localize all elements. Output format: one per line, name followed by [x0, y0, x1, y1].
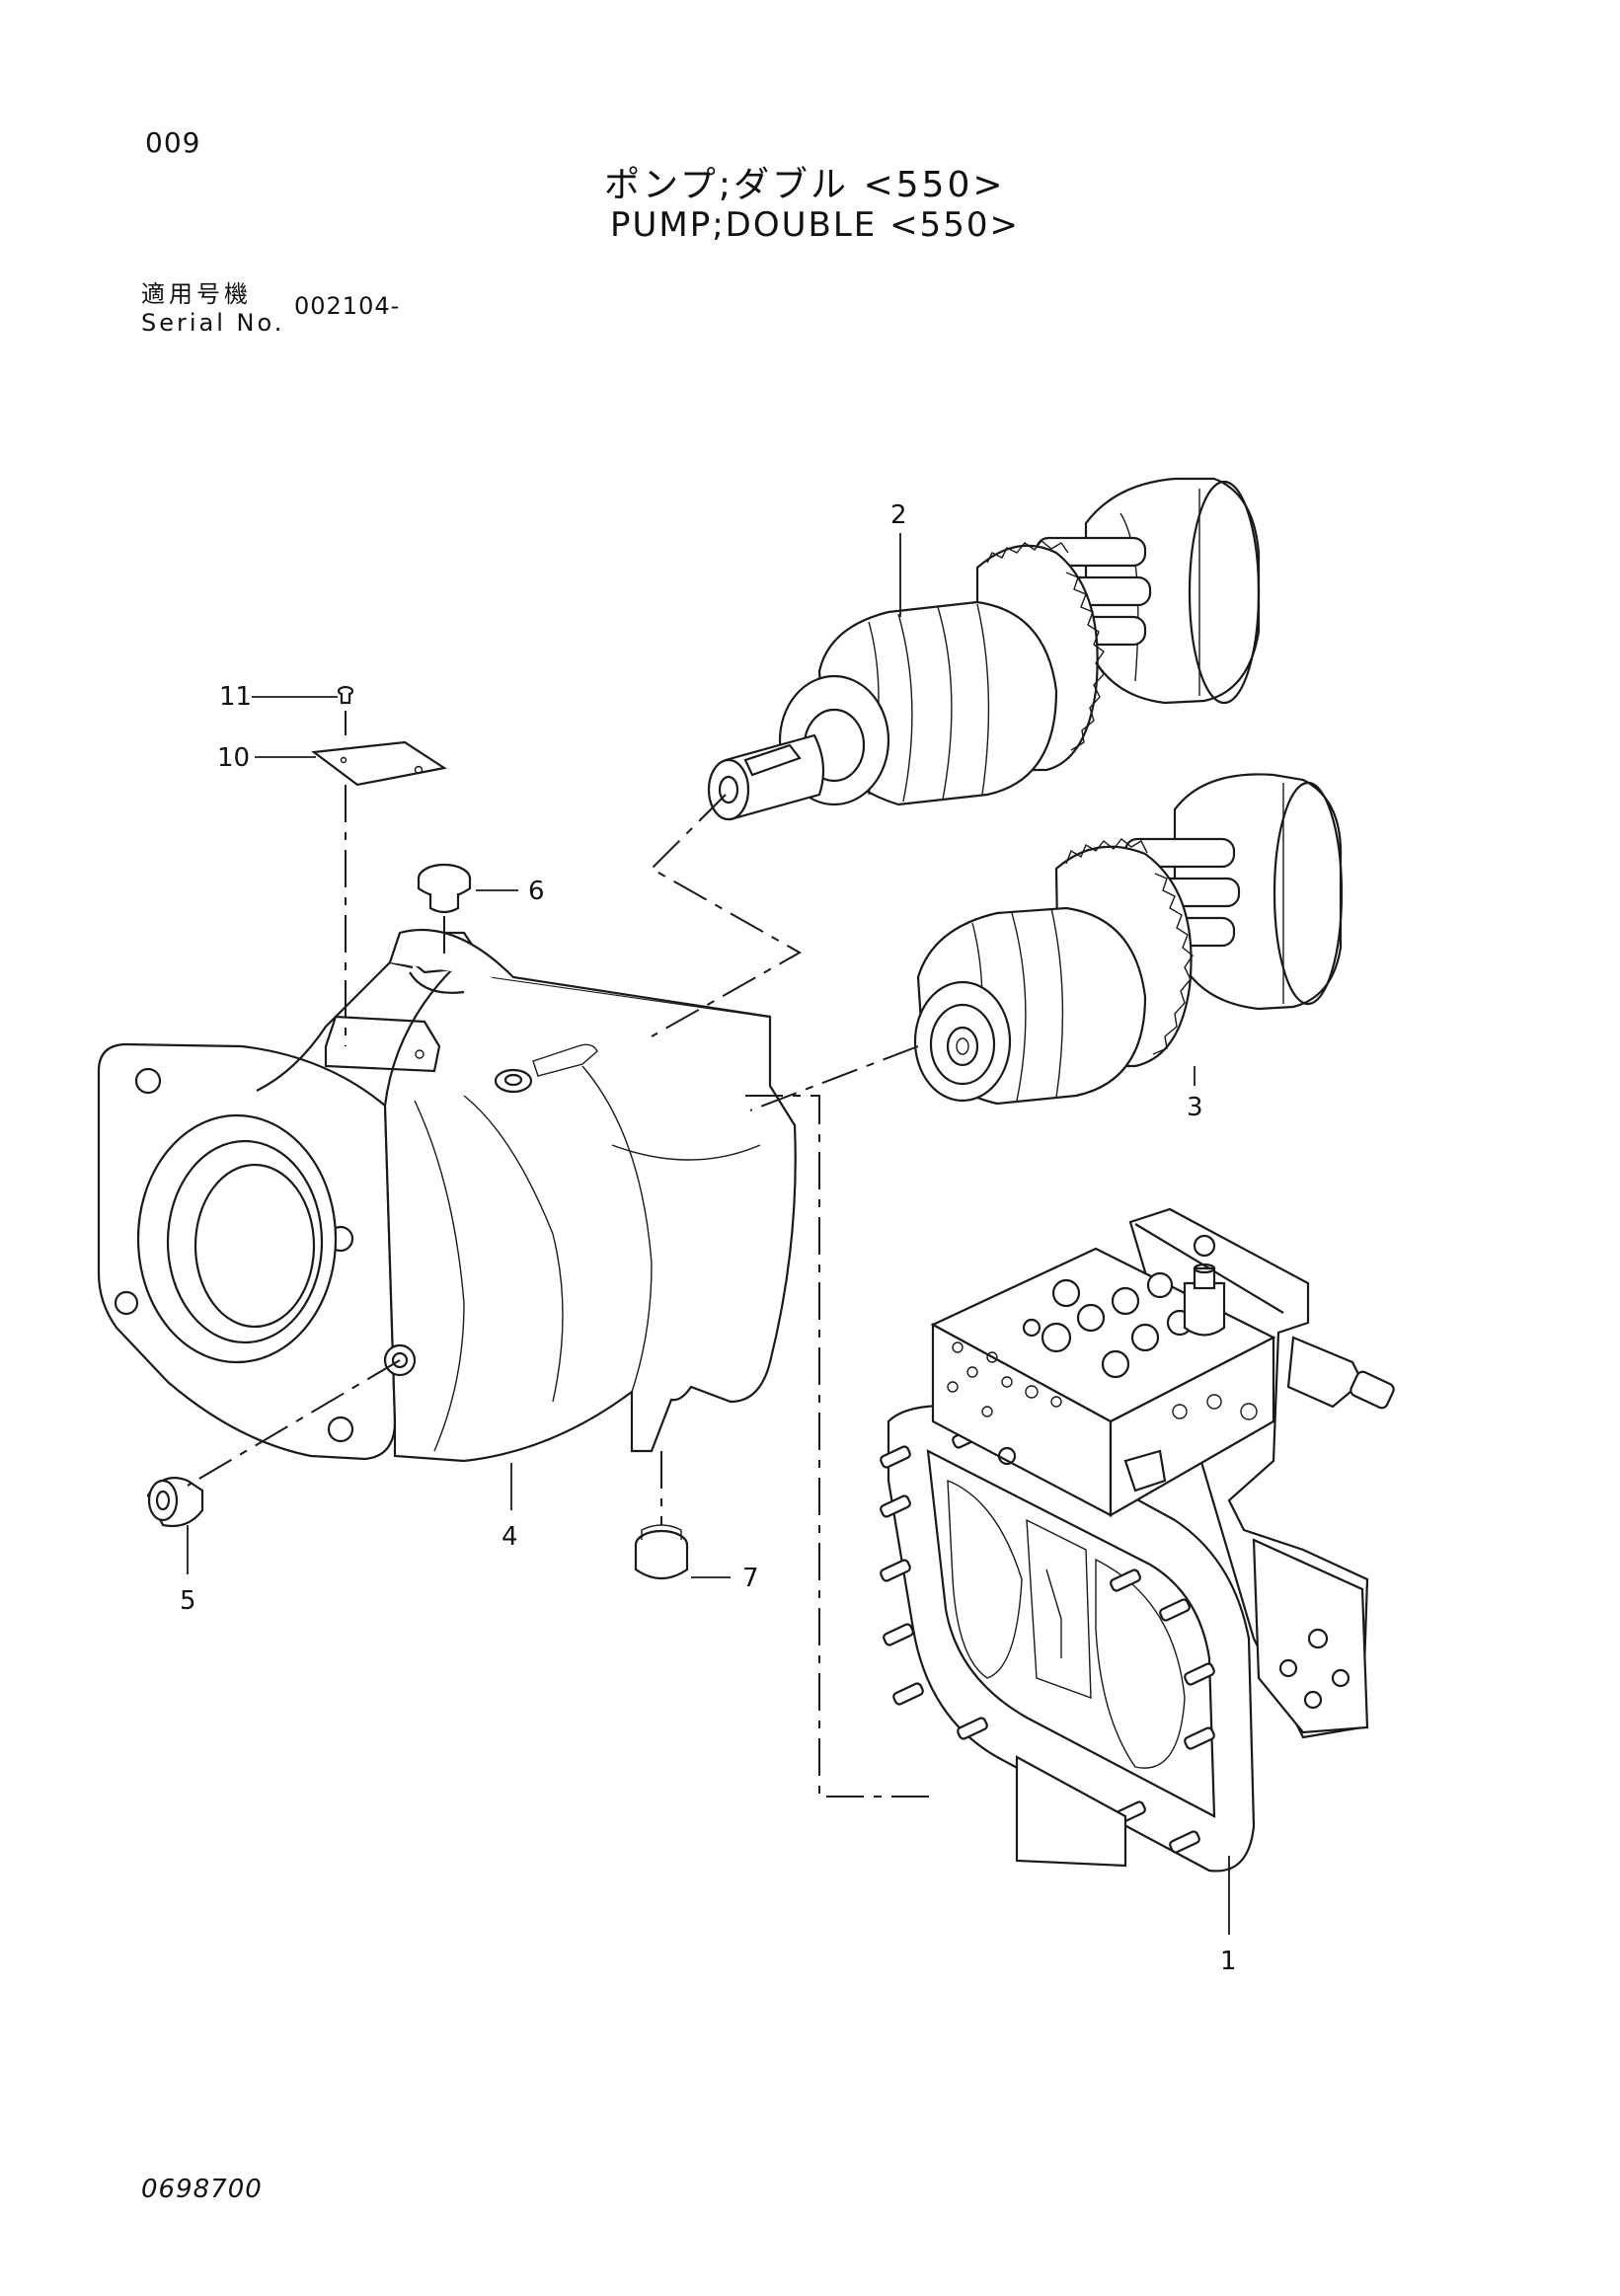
assembly-centerlines	[187, 711, 933, 1798]
leader-lines	[187, 533, 1230, 1935]
part-2-rotary-group-upper	[707, 477, 1261, 821]
callout-3: 3	[1187, 1093, 1203, 1122]
callout-4: 4	[501, 1522, 518, 1552]
callout-10: 10	[217, 743, 250, 773]
callout-2: 2	[890, 500, 907, 530]
callout-11: 11	[219, 682, 252, 712]
part-6-plug	[417, 863, 472, 914]
callout-7: 7	[742, 1564, 759, 1593]
title-japanese: ポンプ;ダブル <550>	[604, 165, 1006, 205]
serial-label-english: Serial No.	[141, 309, 285, 337]
page-number: 009	[145, 126, 201, 159]
part-11-rivet	[337, 685, 354, 705]
callout-6: 6	[528, 877, 545, 906]
document-number: 0698700	[141, 2175, 263, 2204]
title-english: PUMP;DOUBLE <550>	[610, 205, 1020, 245]
part-7-plug	[634, 1524, 689, 1580]
serial-number-value: 002104-	[294, 292, 401, 320]
part-1-valve-housing	[880, 1207, 1395, 1873]
part-4-pump-casing	[97, 928, 797, 1463]
part-5-plug	[146, 1477, 204, 1528]
part-3-rotary-group-lower	[913, 773, 1344, 1106]
callout-1: 1	[1220, 1947, 1237, 1976]
part-10-name-plate	[311, 740, 447, 787]
callout-5: 5	[180, 1586, 196, 1616]
serial-label-japanese: 適用号機	[141, 280, 252, 308]
callout-labels: 2 3 4 5 6 7 10 11 1	[180, 500, 1237, 1976]
